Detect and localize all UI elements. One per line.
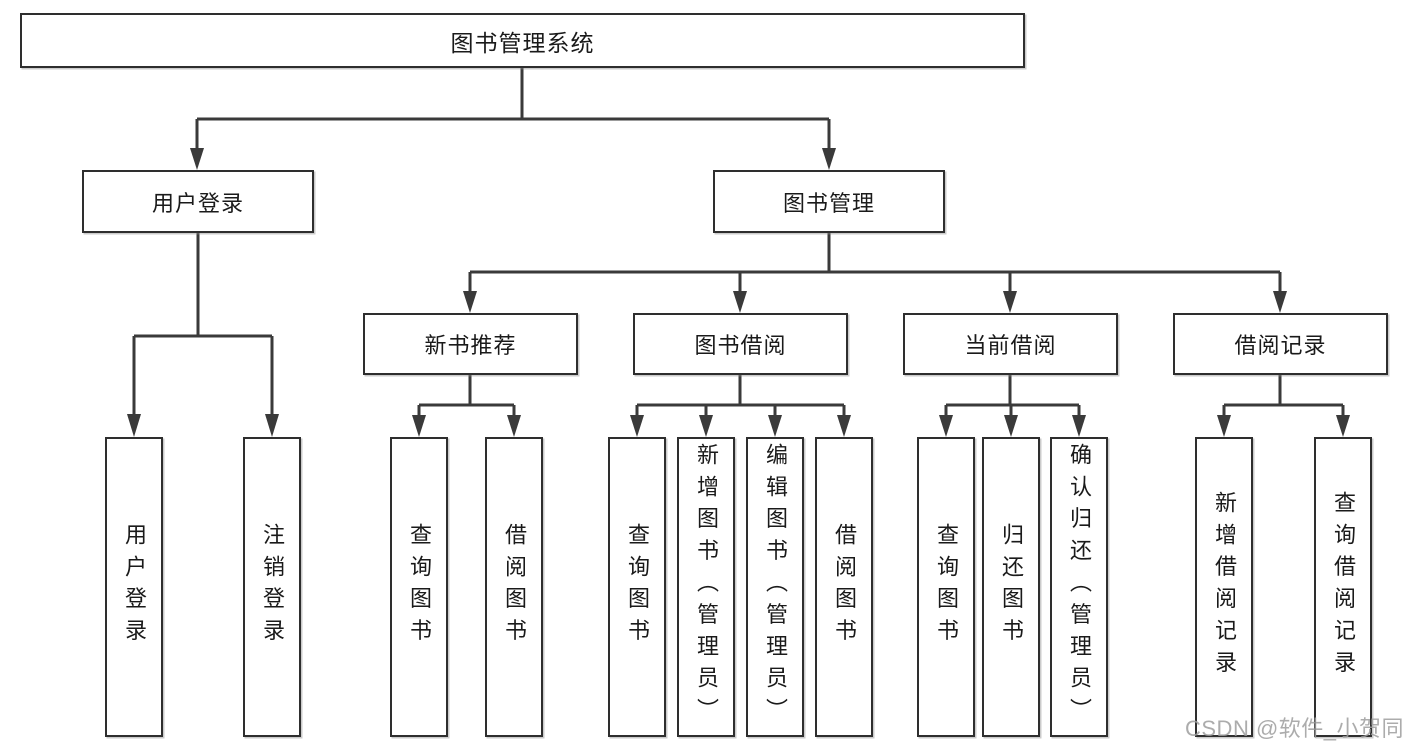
- arrowhead-icon: [127, 414, 141, 437]
- arrowhead-icon: [412, 415, 426, 437]
- leaf-bb-add-books-admin: 新增图书（管理员）: [677, 437, 735, 737]
- arrowhead-icon: [939, 415, 953, 437]
- arrowhead-icon: [190, 148, 204, 170]
- node-book-borrow: 图书借阅: [633, 313, 848, 375]
- csdn-watermark: CSDN @软件_小贺同学: [1185, 716, 1405, 741]
- arrowhead-icon: [1072, 415, 1086, 437]
- leaf-nb-query-books: 查询图书: [390, 437, 448, 737]
- arrowhead-icon: [699, 415, 713, 437]
- arrowhead-icon: [837, 415, 851, 437]
- leaf-bb-borrow-books: 借阅图书: [815, 437, 873, 737]
- leaf-br-query-borrow-record: 查询借阅记录: [1314, 437, 1372, 737]
- arrowhead-icon: [822, 148, 836, 170]
- arrowhead-icon: [507, 415, 521, 437]
- node-book-management: 图书管理: [713, 170, 945, 233]
- arrowhead-icon: [1273, 291, 1287, 313]
- arrowhead-icon: [733, 291, 747, 313]
- leaf-br-add-borrow-record: 新增借阅记录: [1195, 437, 1253, 737]
- arrowhead-icon: [1003, 291, 1017, 313]
- arrowhead-icon: [463, 291, 477, 313]
- leaf-cb-return-books: 归还图书: [982, 437, 1040, 737]
- node-new-book-recommend: 新书推荐: [363, 313, 578, 375]
- arrowhead-icon: [1336, 415, 1350, 437]
- node-borrow-record: 借阅记录: [1173, 313, 1388, 375]
- arrowhead-icon: [630, 415, 644, 437]
- arrowhead-icon: [768, 415, 782, 437]
- node-root-library-management-system: 图书管理系统: [20, 13, 1025, 68]
- leaf-cb-confirm-return-admin: 确认归还（管理员）: [1050, 437, 1108, 737]
- node-user-login: 用户登录: [82, 170, 314, 233]
- leaf-cb-query-books: 查询图书: [917, 437, 975, 737]
- arrowhead-icon: [1004, 415, 1018, 437]
- leaf-logout-login: 注销登录: [243, 437, 301, 737]
- arrowhead-icon: [265, 414, 279, 437]
- leaf-nb-borrow-books: 借阅图书: [485, 437, 543, 737]
- leaf-bb-query-books: 查询图书: [608, 437, 666, 737]
- arrowhead-icon: [1217, 415, 1231, 437]
- leaf-user-login: 用户登录: [105, 437, 163, 737]
- node-current-borrow: 当前借阅: [903, 313, 1118, 375]
- leaf-bb-edit-books-admin: 编辑图书（管理员）: [746, 437, 804, 737]
